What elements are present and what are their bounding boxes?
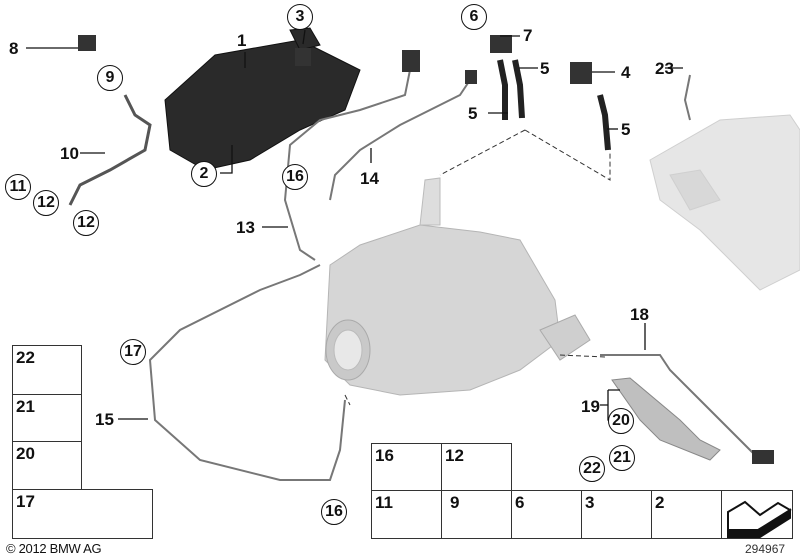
small-part-box-11: 11 [371, 490, 442, 539]
callout-7: 7 [523, 26, 533, 45]
small-part-box-6: 6 [511, 490, 582, 539]
engine-illustration [649, 114, 800, 291]
callout-20: 20 [608, 408, 634, 434]
small-part-box-17: 17 [12, 489, 153, 539]
callout-4: 4 [621, 63, 631, 82]
callout-10: 10 [60, 144, 79, 163]
callout-16b: 16 [321, 499, 347, 525]
particulate-filter-illustration [324, 177, 591, 396]
callout-14: 14 [360, 169, 379, 188]
small-part-box-2: 2 [651, 490, 722, 539]
callout-21: 21 [609, 445, 635, 471]
small-part-box-21: 21 [12, 394, 82, 442]
callout-17: 17 [120, 339, 146, 365]
callout-19: 19 [581, 397, 600, 416]
callout-1: 1 [237, 31, 247, 50]
direction-arrow-box [721, 490, 793, 539]
callout-16a: 16 [282, 164, 308, 190]
callout-6: 6 [461, 4, 487, 30]
small-part-box-12: 12 [441, 443, 512, 491]
callout-11: 11 [5, 174, 31, 200]
callout-23: 23 [655, 59, 674, 78]
callout-8: 8 [9, 39, 19, 58]
small-part-box-9: 9 [441, 490, 512, 539]
small-part-box-16: 16 [371, 443, 442, 491]
callout-5b: 5 [468, 104, 478, 123]
bracket-illustration [611, 377, 721, 461]
callout-5c: 5 [621, 120, 631, 139]
callout-15: 15 [95, 410, 114, 429]
module-bracket-illustration [164, 27, 361, 171]
small-part-box-20: 20 [12, 441, 82, 490]
callout-9: 9 [97, 65, 123, 91]
small-part-box-22: 22 [12, 345, 82, 395]
direction-arrow-icon [727, 500, 792, 538]
connector-illustration [752, 450, 774, 464]
callout-5a: 5 [540, 59, 550, 78]
callout-13: 13 [236, 218, 255, 237]
callout-18: 18 [630, 305, 649, 324]
reference-number: 294967 [745, 542, 786, 556]
callout-12a: 12 [33, 190, 59, 216]
callout-12b: 12 [73, 210, 99, 236]
copyright-text: © 2012 BMW AG [6, 541, 102, 556]
callout-3: 3 [287, 4, 313, 30]
callout-22: 22 [579, 456, 605, 482]
small-part-box-3: 3 [581, 490, 652, 539]
callout-2: 2 [191, 161, 217, 187]
